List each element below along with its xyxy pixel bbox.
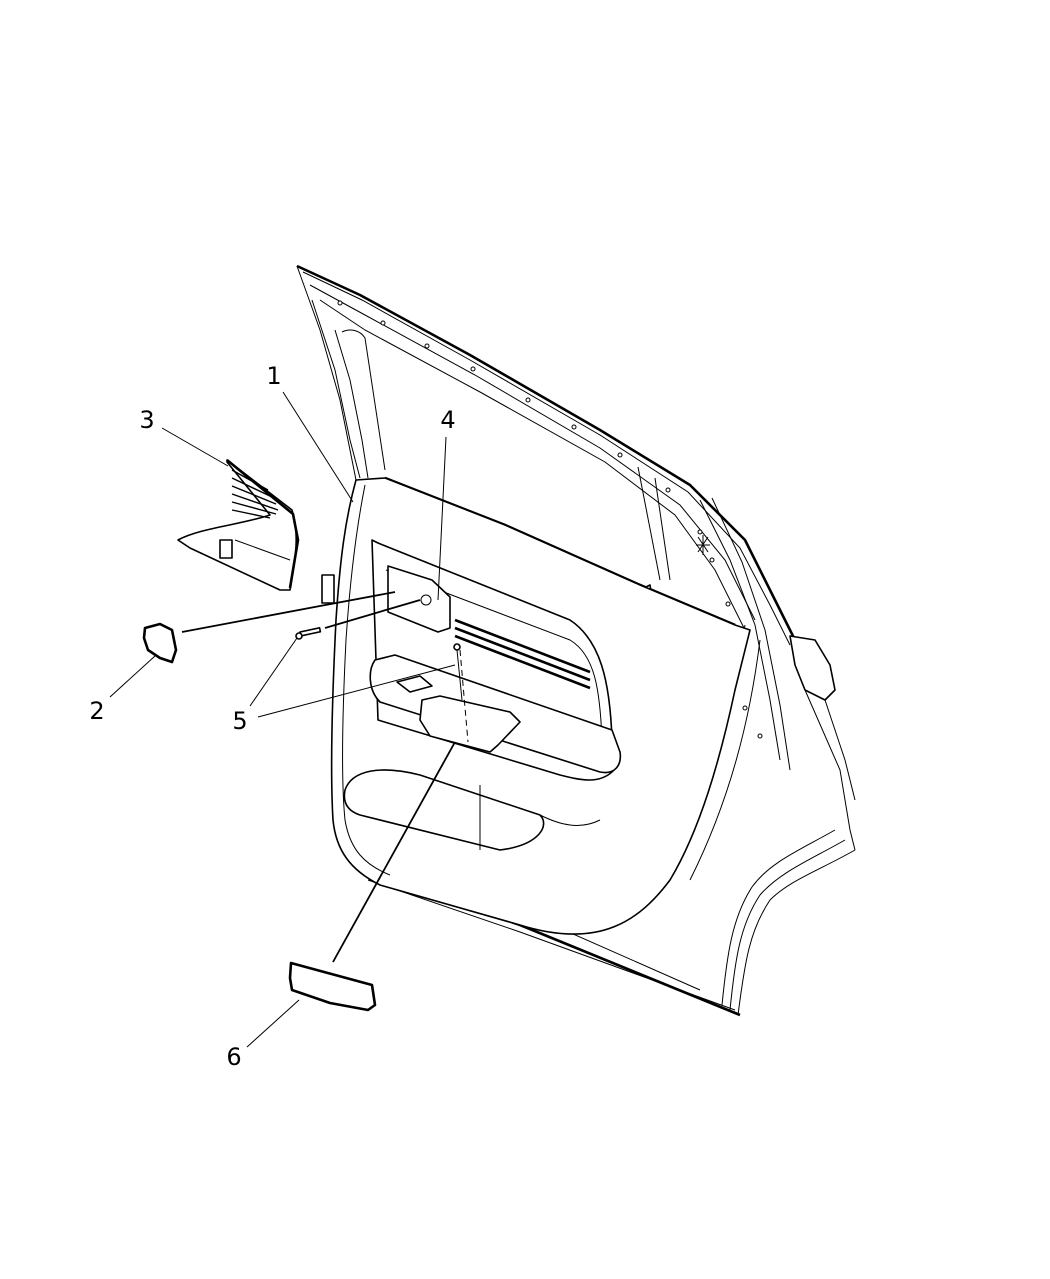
callout-5: 5 <box>232 707 248 735</box>
part-5-screw-a[interactable] <box>295 627 322 640</box>
part-5-screw-b[interactable] <box>453 643 463 701</box>
callout-6: 6 <box>226 1043 242 1071</box>
callout-3: 3 <box>139 406 155 434</box>
frame-holes <box>337 300 763 739</box>
part-3-corner-applique[interactable] <box>177 458 300 591</box>
part-6-pull-cup-cover[interactable] <box>288 961 377 1012</box>
callout-4: 4 <box>440 406 456 434</box>
assembly-lines <box>181 591 469 963</box>
callout-2: 2 <box>89 697 105 725</box>
callout-1: 1 <box>266 362 282 390</box>
part-2-bezel-cover[interactable] <box>142 622 178 664</box>
leader-lines <box>109 391 456 1048</box>
part-1-door-trim-panel[interactable] <box>330 477 751 935</box>
